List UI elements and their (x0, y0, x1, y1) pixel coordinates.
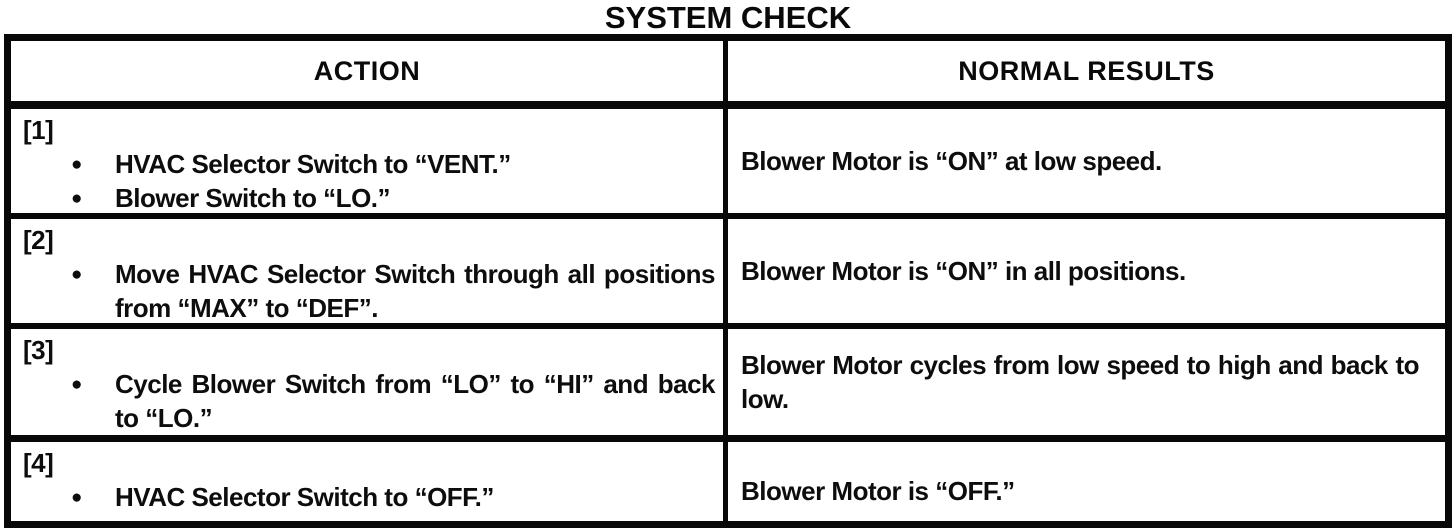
table-header-row: ACTION NORMAL RESULTS (11, 41, 1445, 109)
action-text: Move HVAC Selector Switch through all po… (115, 259, 716, 323)
action-text: HVAC Selector Switch to “VENT.” (115, 149, 511, 179)
bullet-icon: ● (71, 264, 83, 285)
column-header-normal-results-label: NORMAL RESULTS (958, 55, 1215, 86)
result-cell-4: Blower Motor is “OFF.” (723, 442, 1445, 521)
system-check-table: ACTION NORMAL RESULTS [1] ● HVAC Selecto… (4, 34, 1452, 528)
bullet-icon: ● (71, 154, 83, 175)
result-cell-1: Blower Motor is “ON” at low speed. (723, 109, 1445, 213)
action-cell-1: [1] ● HVAC Selector Switch to “VENT.” ● … (11, 109, 723, 213)
action-text: HVAC Selector Switch to “OFF.” (115, 482, 494, 512)
result-cell-3: Blower Motor cycles from low speed to hi… (723, 329, 1445, 435)
result-text: Blower Motor cycles from low speed to hi… (741, 350, 1420, 414)
table-row-4: [4] ● HVAC Selector Switch to “OFF.” Blo… (11, 442, 1445, 521)
bullet-icon: ● (71, 487, 83, 508)
action-item: ● Cycle Blower Switch from “LO” to “HI” … (23, 367, 716, 435)
column-header-normal-results: NORMAL RESULTS (723, 41, 1445, 101)
result-text: Blower Motor is “ON” in all positions. (741, 256, 1186, 286)
bullet-icon: ● (71, 188, 83, 209)
bullet-icon: ● (71, 374, 83, 395)
table-row-3: [3] ● Cycle Blower Switch from “LO” to “… (11, 329, 1445, 442)
step-number: [2] (23, 225, 54, 255)
result-cell-2: Blower Motor is “ON” in all positions. (723, 219, 1445, 323)
action-item: ● HVAC Selector Switch to “OFF.” (23, 480, 715, 514)
result-text: Blower Motor is “ON” at low speed. (741, 146, 1162, 176)
action-text: Cycle Blower Switch from “LO” to “HI” an… (115, 369, 716, 433)
action-cell-2: [2] ● Move HVAC Selector Switch through … (11, 219, 723, 323)
column-header-action-label: ACTION (313, 55, 421, 86)
action-cell-3: [3] ● Cycle Blower Switch from “LO” to “… (11, 329, 723, 435)
action-item: ● HVAC Selector Switch to “VENT.” (23, 147, 715, 181)
step-number: [4] (23, 448, 54, 478)
page-title: SYSTEM CHECK (604, 0, 852, 35)
step-number: [1] (23, 115, 54, 145)
action-text: Blower Switch to “LO.” (115, 183, 391, 213)
table-row-1: [1] ● HVAC Selector Switch to “VENT.” ● … (11, 109, 1445, 219)
table-row-2: [2] ● Move HVAC Selector Switch through … (11, 219, 1445, 329)
action-item: ● Move HVAC Selector Switch through all … (23, 257, 716, 325)
column-header-action: ACTION (11, 41, 723, 101)
action-cell-4: [4] ● HVAC Selector Switch to “OFF.” (11, 442, 723, 521)
step-number: [3] (23, 335, 54, 365)
action-item: ● Blower Switch to “LO.” (23, 181, 715, 215)
result-text: Blower Motor is “OFF.” (741, 475, 1015, 506)
